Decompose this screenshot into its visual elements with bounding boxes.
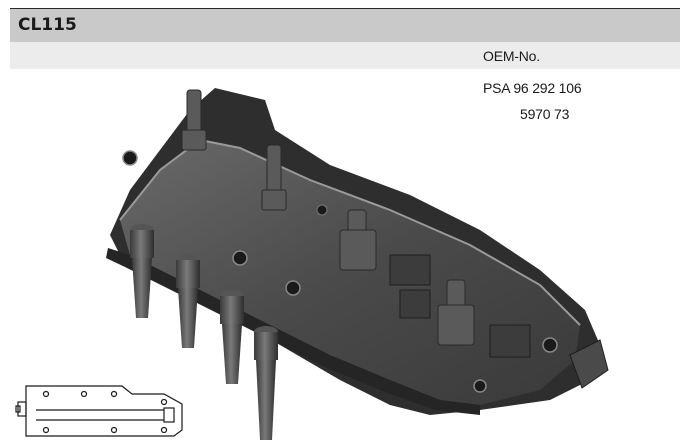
oem-number-2: 5970 73 [520, 106, 570, 122]
plug-boots [130, 224, 278, 440]
schematic-drawing [15, 385, 183, 437]
product-photo [106, 88, 609, 440]
coil-rail [106, 88, 609, 415]
oem-number-1: PSA 96 292 106 [483, 80, 582, 96]
oem-label: OEM-No. [483, 48, 540, 64]
top-rule [10, 8, 680, 9]
sub-band [10, 42, 680, 69]
header-bar: CL115 [10, 9, 680, 42]
product-code: CL115 [18, 15, 77, 35]
